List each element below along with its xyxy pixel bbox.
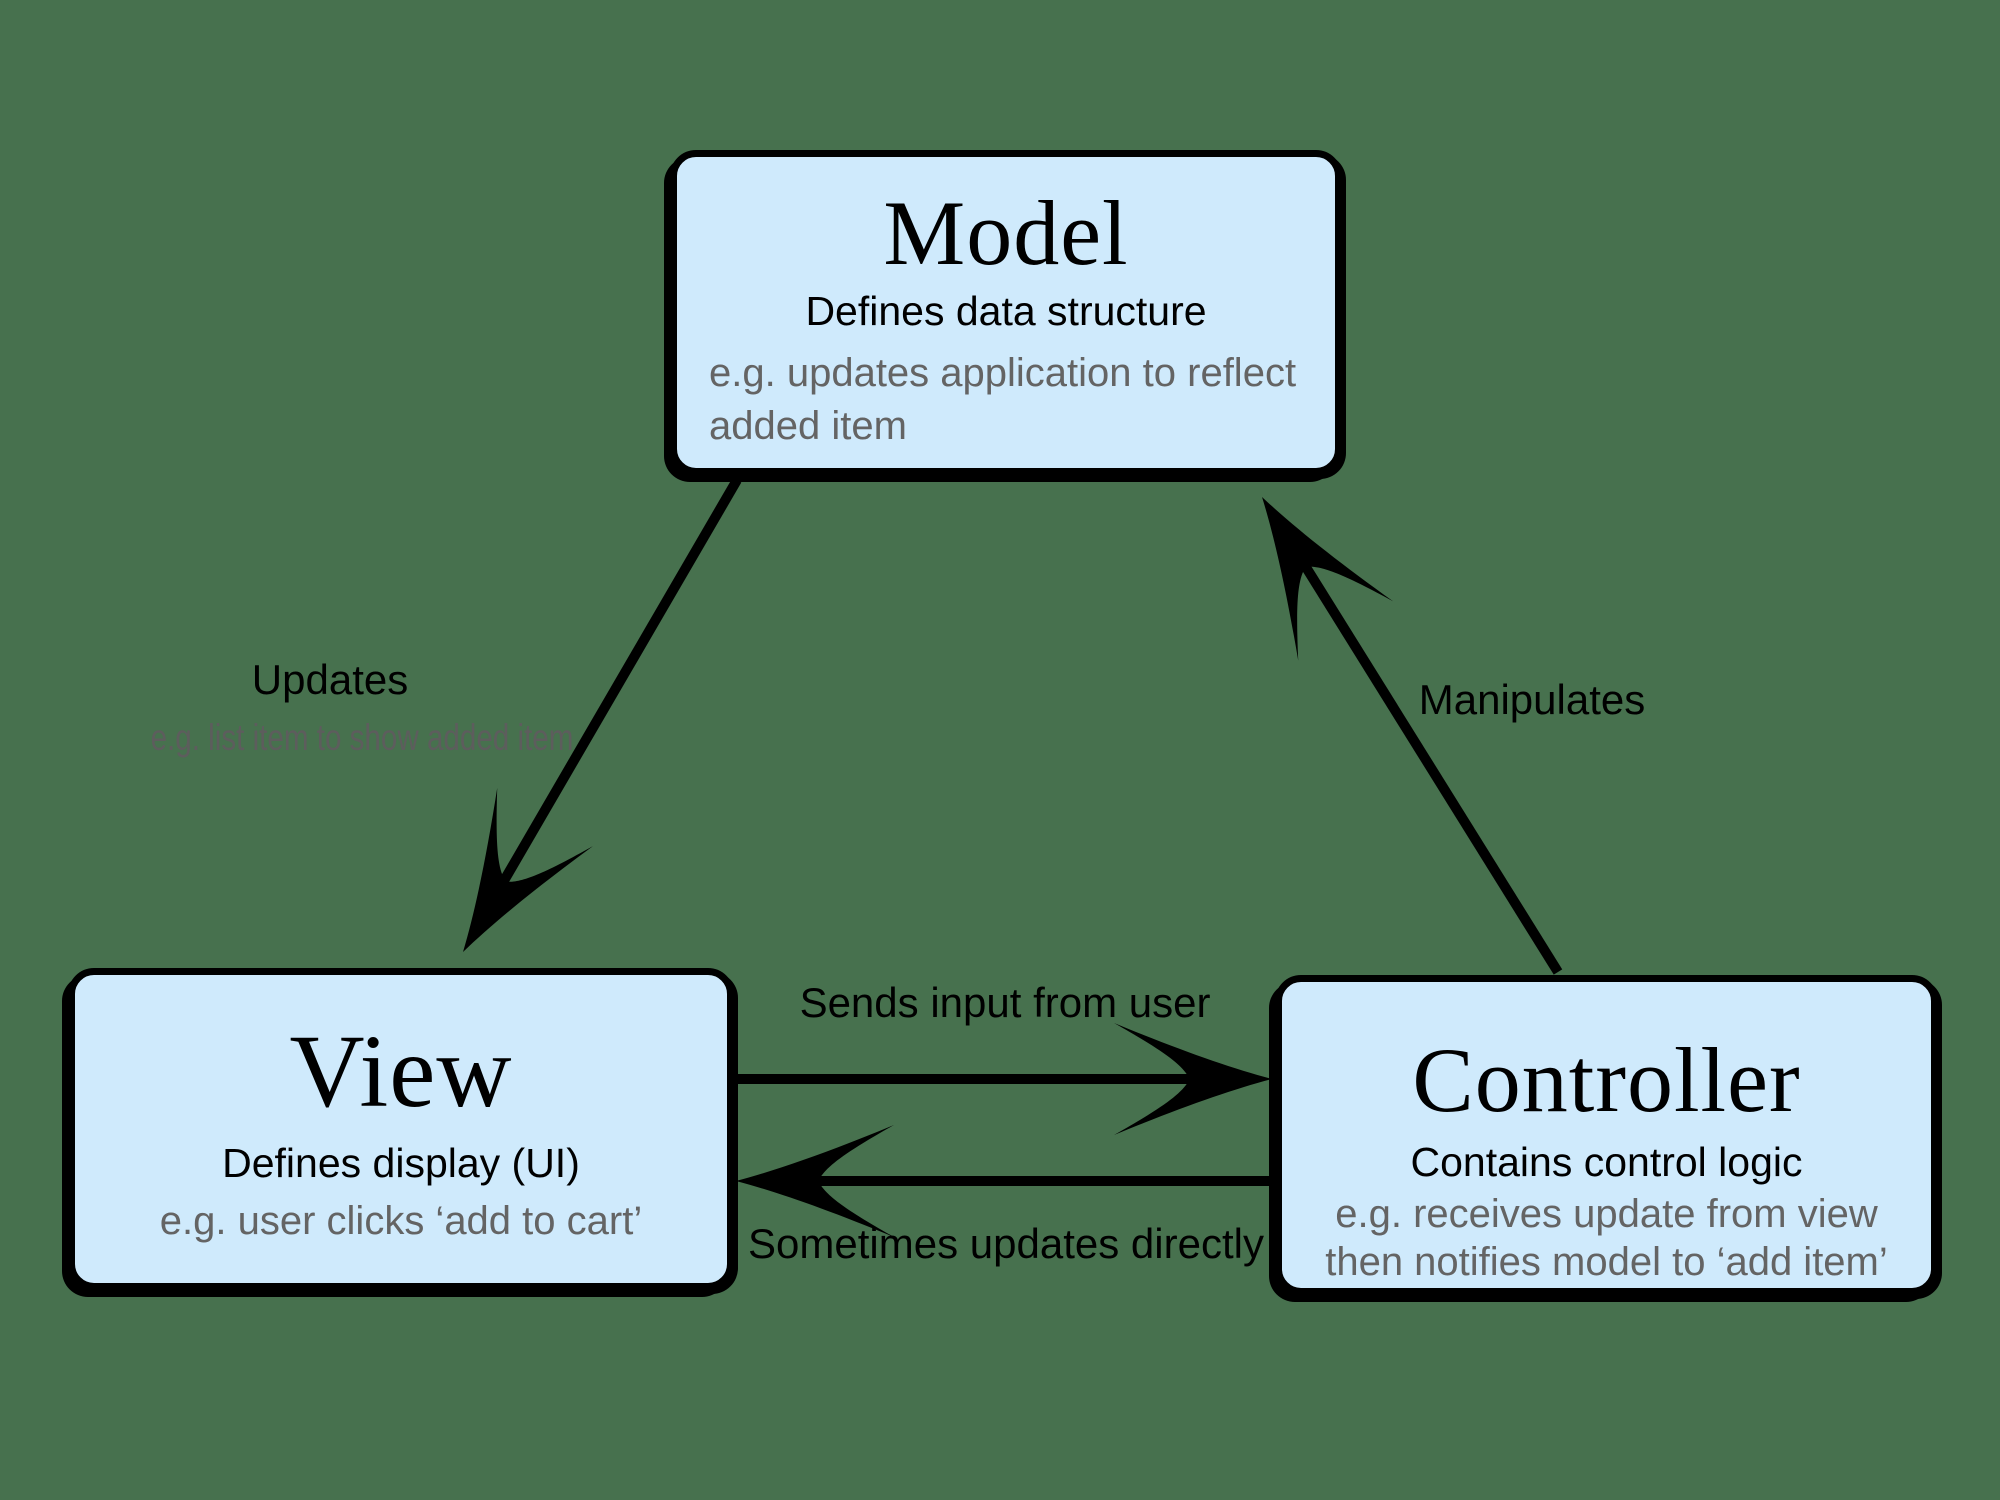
arrow-model-to-view bbox=[415, 477, 742, 982]
updates-edge-label: Updates bbox=[251, 656, 409, 703]
sends-input-edge-label: Sends input from user bbox=[799, 979, 1211, 1026]
updates-edge-sublabel: e.g. list item to show added item bbox=[150, 717, 574, 758]
arrow-controller-to-model bbox=[1214, 467, 1563, 975]
arrow-controller-to-view bbox=[736, 1125, 1275, 1237]
manipulates-edge-label: Manipulates bbox=[1418, 676, 1646, 723]
arrow-view-to-controller bbox=[737, 1023, 1272, 1135]
model-subtitle: Defines data structure bbox=[805, 287, 1207, 334]
view-example: e.g. user clicks ‘add to cart’ bbox=[159, 1199, 643, 1244]
controller-subtitle: Contains control logic bbox=[1410, 1138, 1803, 1185]
controller-node: Controller Contains control logic e.g. r… bbox=[1275, 975, 1938, 1295]
view-title: View bbox=[289, 1014, 513, 1129]
view-node: View Defines display (UI) e.g. user clic… bbox=[68, 968, 734, 1290]
sometimes-updates-edge-label: Sometimes updates directly bbox=[748, 1220, 1264, 1267]
controller-title: Controller bbox=[1412, 1029, 1801, 1131]
model-title: Model bbox=[883, 182, 1129, 284]
view-subtitle: Defines display (UI) bbox=[222, 1140, 580, 1187]
model-node: Model Defines data structure e.g. update… bbox=[670, 150, 1342, 475]
